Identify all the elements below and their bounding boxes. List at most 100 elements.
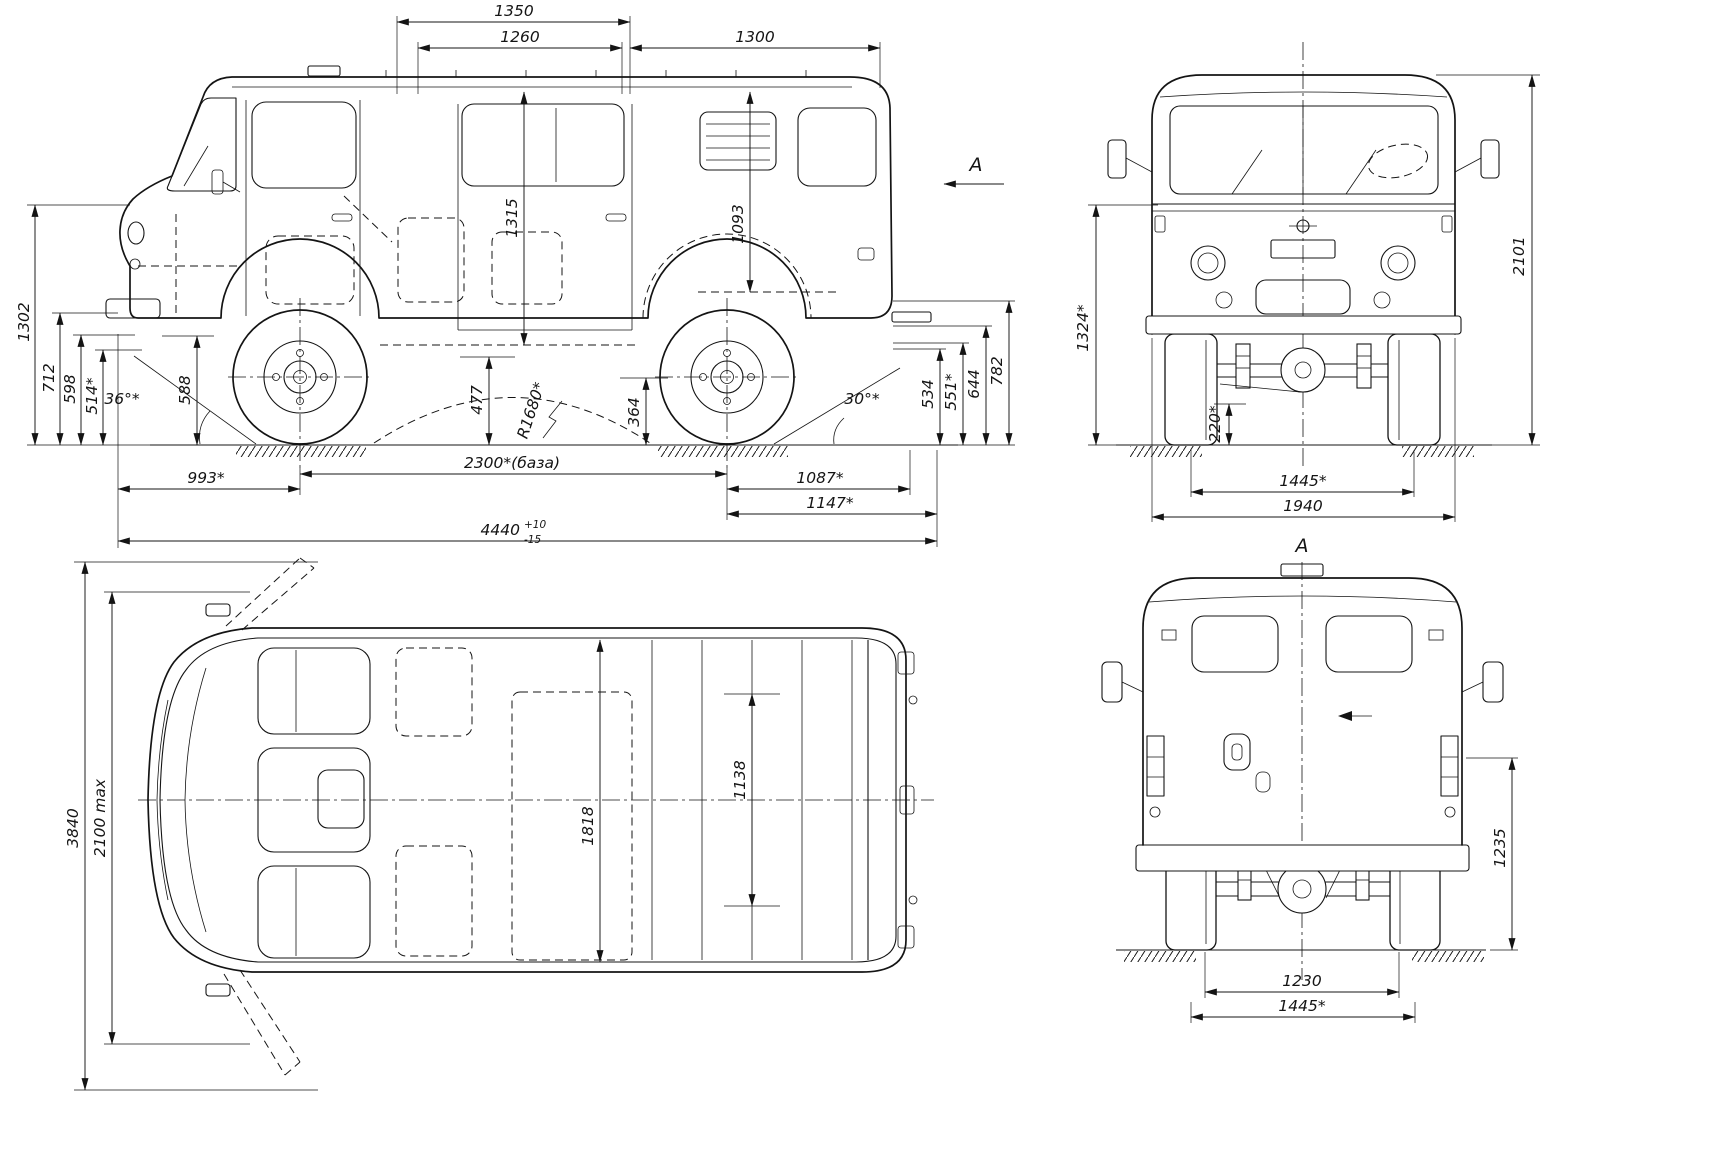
radius-label: R1680* xyxy=(514,380,549,441)
side-mirror xyxy=(211,169,224,195)
dim-364-label: 364 xyxy=(625,397,643,427)
bench-seat-hidden xyxy=(511,691,633,961)
wiper xyxy=(183,145,209,187)
rear-wheels xyxy=(1165,851,1441,951)
dim-477-label: 477 xyxy=(468,385,486,415)
top-seats xyxy=(257,647,633,961)
radius-leader xyxy=(542,400,563,439)
rear-bumper xyxy=(1135,844,1470,872)
taillight-right xyxy=(1440,735,1459,797)
door-handle xyxy=(331,213,353,222)
approach-angle-line xyxy=(133,355,257,445)
front-view: 2101 1324* 220* 1445* 1940 xyxy=(1074,42,1540,522)
dim-1138-label: 1138 xyxy=(731,760,749,800)
rear-latch xyxy=(1255,771,1271,793)
rear-ground xyxy=(1116,949,1486,962)
headlight-right xyxy=(1380,245,1416,281)
dim-1302-label: 1302 xyxy=(15,302,33,341)
side-body xyxy=(105,65,932,331)
mirror-top-lower xyxy=(205,983,231,997)
front-bumper-bar xyxy=(1145,315,1462,335)
steering-wheel-hidden xyxy=(1367,143,1429,179)
mirror-top-upper xyxy=(205,603,231,617)
dim-1315-label: 1315 xyxy=(503,198,521,237)
front-wheels xyxy=(1164,333,1441,446)
side-view: 1350 1260 1300 1315 1093 1302 712 598 51… xyxy=(15,2,1015,548)
taillight-left xyxy=(1146,735,1165,797)
rear-dimensions: 1235 1230 1445* xyxy=(1190,757,1518,1023)
roof-vent xyxy=(307,65,341,77)
dim-588-label: 588 xyxy=(176,375,194,405)
rear-mirror-left xyxy=(1101,661,1123,703)
front-body xyxy=(1107,74,1500,335)
rear-window xyxy=(797,107,877,187)
headlight-side xyxy=(127,221,145,245)
dim-782-label: 782 xyxy=(988,356,1006,386)
wiper-right xyxy=(1345,149,1377,195)
sliding-door-handle xyxy=(605,213,627,222)
roof-hatch xyxy=(317,769,365,829)
louver-vent xyxy=(699,111,777,171)
mirror-left xyxy=(1107,139,1127,179)
front-windshield xyxy=(1169,105,1439,195)
side-front-wheel xyxy=(228,298,372,468)
dim-4440-tol-minus: -15 xyxy=(524,534,541,546)
view-a-label: A xyxy=(968,154,983,176)
rear-differential xyxy=(1277,864,1327,914)
rear-door-handle-top xyxy=(899,785,915,815)
dim-1324-label: 1324* xyxy=(1074,304,1092,351)
dim-1300-label: 1300 xyxy=(735,28,775,46)
angle-front-label: 36°* xyxy=(104,390,139,408)
roof-box xyxy=(1280,563,1324,577)
windshield xyxy=(166,97,237,192)
mid-windows xyxy=(461,103,625,187)
grille xyxy=(1255,279,1351,315)
dim-1445-rear-label: 1445* xyxy=(1278,997,1325,1015)
dim-1445-front-label: 1445* xyxy=(1279,472,1326,490)
side-ground xyxy=(150,444,958,457)
mirror-right xyxy=(1480,139,1500,179)
rear-view-label: A xyxy=(1294,535,1309,557)
dim-2101-label: 2101 xyxy=(1510,236,1528,275)
fuel-cap xyxy=(857,247,875,261)
dim-4440-tol-plus: +10 xyxy=(524,519,546,531)
dim-644-label: 644 xyxy=(965,369,983,399)
dim-220-label: 220* xyxy=(1206,405,1224,443)
top-view: 3840 2100 max 1818 1138 xyxy=(64,557,934,1091)
front-dimensions: 2101 1324* 220* 1445* 1940 xyxy=(1074,74,1540,522)
top-dimensions: 3840 2100 max 1818 1138 xyxy=(64,561,780,1091)
dim-1235-label: 1235 xyxy=(1491,828,1509,867)
dim-1350-label: 1350 xyxy=(494,2,534,20)
seat-driver xyxy=(257,647,371,735)
rear-body xyxy=(1101,563,1504,872)
front-differential xyxy=(1280,347,1326,393)
signal-right xyxy=(1373,291,1391,309)
door-window xyxy=(251,101,357,189)
dim-993-label: 993* xyxy=(187,469,225,487)
signal-left xyxy=(1215,291,1233,309)
roof-ribs xyxy=(385,70,807,77)
top-doors-open xyxy=(223,557,315,1076)
dim-534-label: 534 xyxy=(919,379,937,409)
dim-598-label: 598 xyxy=(61,374,79,404)
dim-1230-label: 1230 xyxy=(1282,972,1322,990)
wiper-left xyxy=(1231,149,1263,195)
dim-1147-label: 1147* xyxy=(806,494,853,512)
engine-cover xyxy=(257,747,371,853)
seat-passenger xyxy=(257,865,371,959)
side-hidden-lines xyxy=(138,195,836,444)
dim-1940-label: 1940 xyxy=(1283,497,1323,515)
rear-step xyxy=(891,311,932,323)
dim-1093-label: 1093 xyxy=(729,204,747,243)
dim-712-label: 712 xyxy=(40,363,58,393)
turnsignal-side xyxy=(129,258,141,270)
dim-1818-label: 1818 xyxy=(579,806,597,846)
rear-view: A xyxy=(1101,535,1518,1023)
dim-551-label: 551* xyxy=(942,373,960,411)
headlight-left xyxy=(1190,245,1226,281)
departure-angle-line xyxy=(773,367,901,445)
dim-3840-label: 3840 xyxy=(64,808,82,848)
angle-rear-label: 30°* xyxy=(844,390,879,408)
